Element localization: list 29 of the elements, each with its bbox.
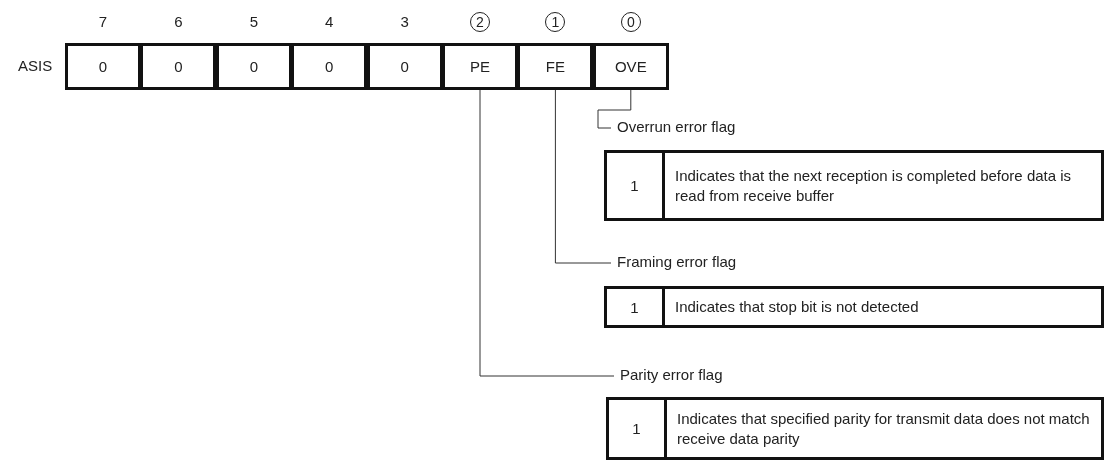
- bit-value: 1: [609, 400, 667, 457]
- register-bit-cell: 0: [65, 43, 141, 90]
- description-row: [604, 286, 1104, 328]
- flag-name: Overrun error flag: [617, 118, 736, 138]
- leader-line: [554, 89, 612, 264]
- bit-number: 7: [97, 13, 109, 30]
- bit-number: 3: [399, 13, 410, 30]
- description-row: [606, 397, 1104, 460]
- register-bit-cell: FE: [517, 43, 594, 90]
- bit-value: 1: [607, 289, 665, 325]
- leader-line: [479, 89, 615, 377]
- register-bit-cell: PE: [442, 43, 518, 90]
- leader-line: [597, 89, 632, 129]
- description-text: Indicates that the next reception is completed before data is read from receive buffer: [674, 165, 1073, 206]
- description-text: Indicates that stop bit is not detected: [674, 297, 920, 317]
- register-bit-cell: 0: [215, 43, 292, 90]
- register-bit-cell: 0: [140, 43, 217, 90]
- register-bit-cell: OVE: [592, 43, 669, 90]
- bit-number: 6: [173, 13, 184, 30]
- flag-name: Parity error flag: [620, 366, 723, 386]
- bit-number: 5: [248, 13, 259, 30]
- description-text: Indicates that specified parity for transmit data does not match receive data parity: [676, 408, 1091, 449]
- register-bit-cell: 0: [291, 43, 368, 90]
- register-name: ASIS: [18, 57, 53, 74]
- register-bit-cell: 0: [366, 43, 443, 90]
- description-row: [604, 150, 1104, 221]
- flag-name: Framing error flag: [617, 253, 737, 273]
- bit-value: 1: [607, 153, 665, 218]
- bit-number: 4: [324, 13, 335, 30]
